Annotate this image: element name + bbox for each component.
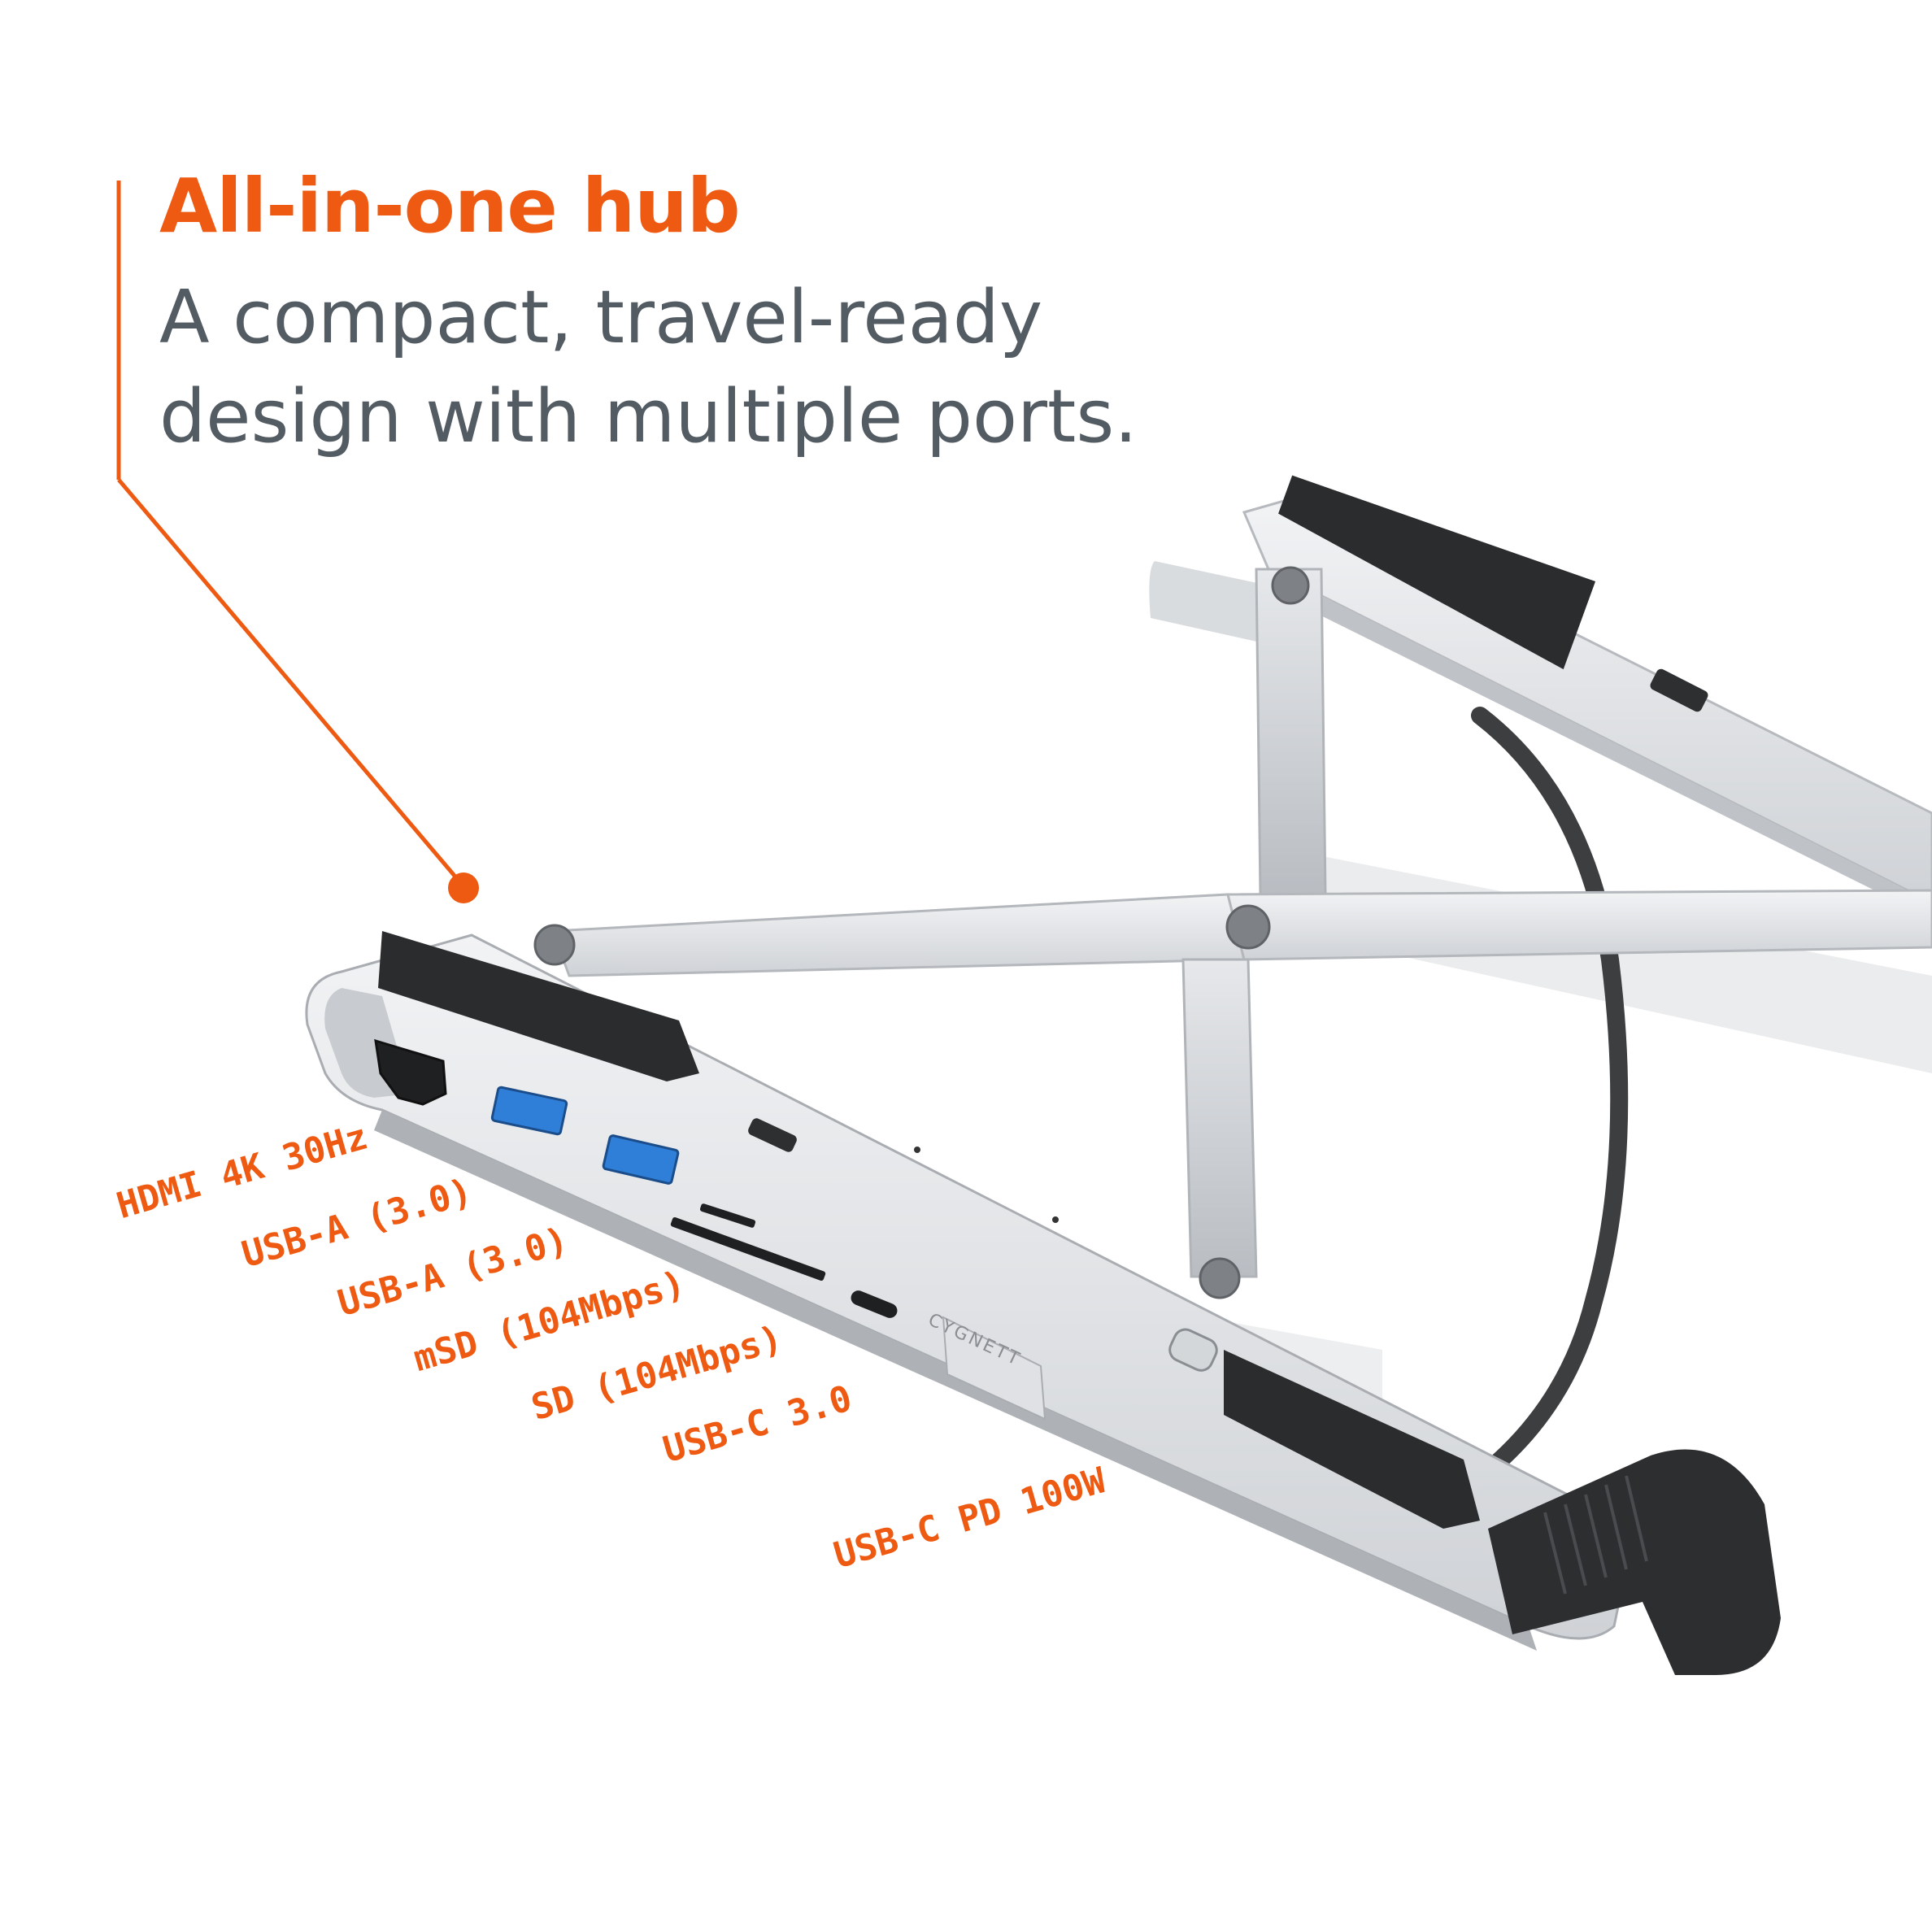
hdmi-port <box>374 1038 447 1106</box>
pivot-center <box>1225 904 1271 950</box>
description-line-1: A compact, travel-ready <box>159 275 1043 360</box>
usb-a-port-1 <box>490 1086 568 1136</box>
hub-base-bar <box>305 931 1636 1651</box>
usb-a-port-2 <box>602 1134 680 1185</box>
page-title: All-in-one hub <box>159 163 741 250</box>
callout-dot <box>448 872 479 903</box>
usb-c-port <box>851 1290 898 1318</box>
rear-leg <box>1255 566 1327 896</box>
description-line-2: design with multiple ports. <box>159 374 1138 459</box>
upper-pad <box>1278 475 1596 670</box>
front-pad <box>378 931 699 1081</box>
sd-slot <box>670 1217 826 1281</box>
msd-slot <box>699 1203 756 1228</box>
cable-connector-foot <box>1488 1449 1781 1675</box>
scissor-arms <box>533 889 1932 1299</box>
page-description: A compact, travel-ready design with mult… <box>159 268 1138 467</box>
rear-pad <box>1224 1350 1480 1529</box>
cable <box>1422 707 1629 1505</box>
pivot-lower <box>1199 1257 1241 1299</box>
callout-line <box>116 181 479 903</box>
pivot-front <box>533 924 576 966</box>
upper-support-bar <box>1149 475 1932 919</box>
